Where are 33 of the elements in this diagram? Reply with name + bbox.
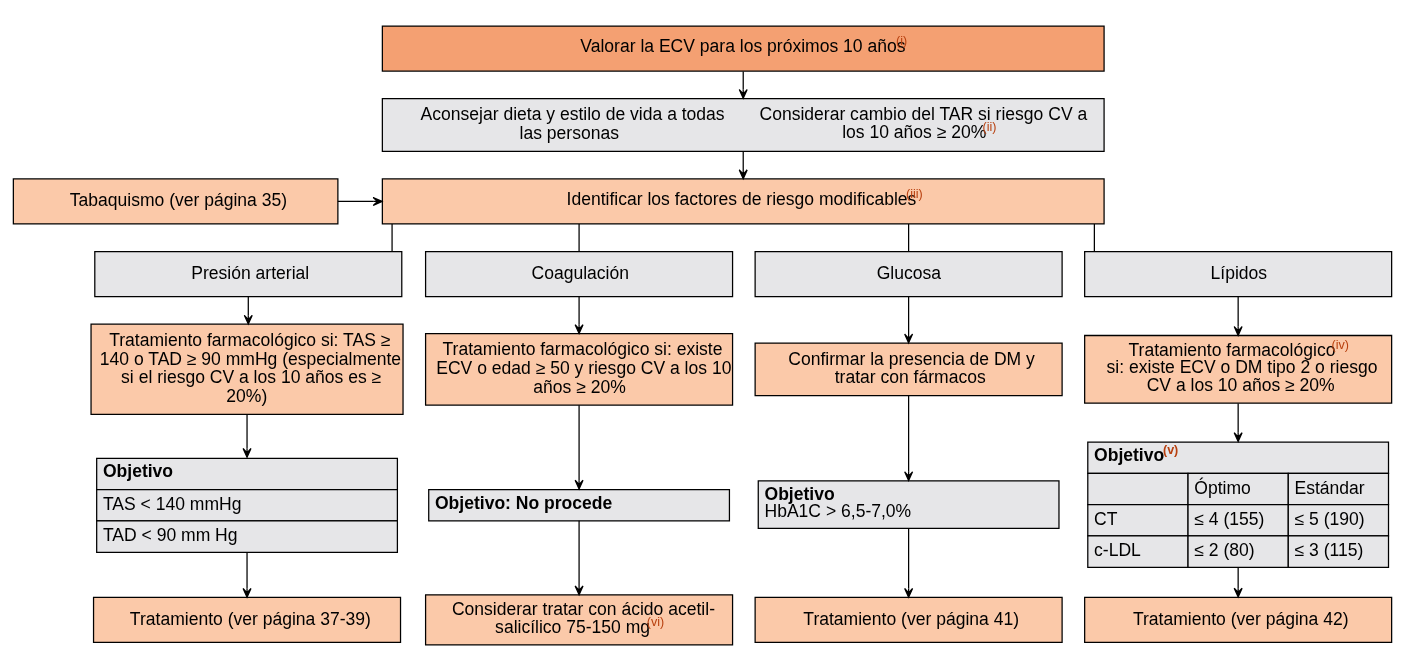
arrow [1233,402,1243,443]
arrow [337,196,383,206]
connector [578,223,580,252]
node-box: Tratamiento (ver página 41) [754,596,1063,644]
arrow [243,296,253,325]
node-box: Glucosa [754,250,1063,298]
arrow [1233,296,1243,336]
arrow [574,520,584,596]
node-box: Tratamiento (ver página 37-39) [92,596,402,644]
connector [1093,223,1095,252]
arrow [904,395,914,482]
arrow [574,404,584,490]
arrow [738,70,748,99]
arrow [574,296,584,335]
node-box: Tabaquismo (ver página 35) [12,178,339,225]
node-box: Lípidos [1084,250,1393,298]
node-box: Aconsejar dieta y estilo de vida a todas las personas Considerar cambio del TAR si riesgo CV a los 10 años ≥ 20%$^{(ii)}$ [381,98,1105,152]
arrow [242,414,252,458]
node-box: Presión arterial [94,250,403,298]
node-box: Tratamiento farmacológico si: existe ECV o edad ≥ 50 y riesgo CV a los 10 años ≥ 20% [424,333,734,406]
arrow [904,527,914,598]
connector [391,223,393,252]
node-box: Coagulación [424,250,734,298]
arrow [242,551,252,598]
arrow [904,296,914,344]
node-box: Tratamiento farmacológico si: TAS ≥ 140 o TAD ≥ 90 mmHg (especialmente si el riesgo CV a los 10 años es ≥ 20%) [90,323,404,416]
node-box: Tratamiento farmacológico$^{(iv)}$ si: existe ECV o DM tipo 2 o riesgo CV a los 10 años ≥ 20% [1084,334,1393,404]
node-box: Confirmar la presencia de DM y tratar con fármacos [754,342,1063,397]
node-box: Considerar tratar con ácido acetil-salicílico 75-150 mg$^{(vi)}$ [424,594,734,646]
arrow [738,151,748,180]
node-box: Tratamiento (ver página 42) [1084,596,1393,644]
arrow [1233,566,1243,598]
connector [908,223,910,252]
